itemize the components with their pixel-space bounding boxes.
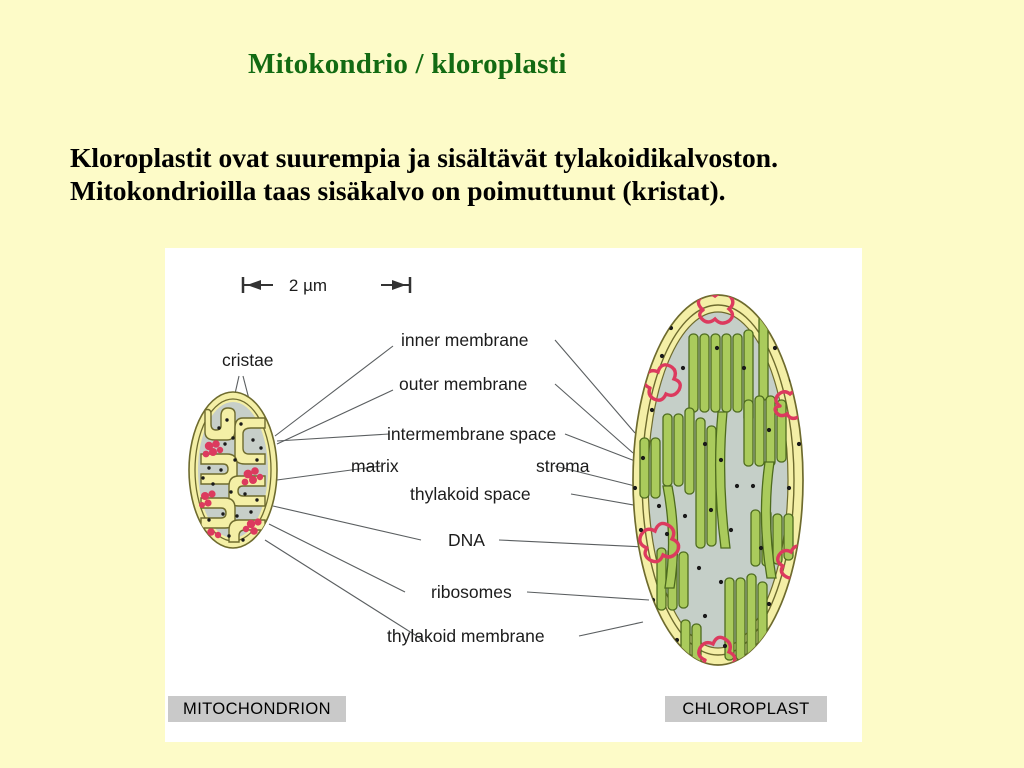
body-line-1: Kloroplastit ovat suurempia ja sisältävä… bbox=[70, 142, 778, 173]
chloroplast-dna-nucleoids bbox=[638, 295, 803, 665]
caption-chloroplast: CHLOROPLAST bbox=[665, 696, 827, 722]
label-dna: DNA bbox=[448, 530, 485, 550]
label-inner-membrane: inner membrane bbox=[401, 330, 528, 350]
label-ribosomes: ribosomes bbox=[431, 582, 512, 602]
label-stroma: stroma bbox=[536, 456, 590, 476]
mitochondrion-chloroplast-diagram: cristae inner membrane outer membrane in… bbox=[165, 248, 862, 742]
label-thylakoid-membrane: thylakoid membrane bbox=[387, 626, 545, 646]
label-intermembrane-space: intermembrane space bbox=[387, 424, 556, 444]
page-title: Mitokondrio / kloroplasti bbox=[248, 48, 567, 80]
mitochondrion-illustration bbox=[188, 391, 278, 549]
chloroplast-thylakoid-stacks bbox=[639, 315, 794, 665]
label-outer-membrane: outer membrane bbox=[399, 374, 527, 394]
scale-bar bbox=[241, 273, 412, 297]
label-cristae: cristae bbox=[222, 350, 274, 370]
slide-body-text: Kloroplastit ovat suurempia ja sisältävä… bbox=[70, 141, 970, 207]
figure-panel: cristae inner membrane outer membrane in… bbox=[165, 248, 862, 742]
chloroplast-illustration bbox=[632, 294, 804, 666]
label-matrix: matrix bbox=[351, 456, 399, 476]
mitochondrion-ribosomes bbox=[201, 418, 263, 542]
body-line-2: Mitokondrioilla taas sisäkalvo on poimut… bbox=[70, 175, 726, 206]
scale-bar-label: 2 µm bbox=[289, 276, 327, 295]
mitochondrion-dna-granules bbox=[199, 440, 264, 539]
label-thylakoid-space: thylakoid space bbox=[410, 484, 531, 504]
caption-mitochondrion: MITOCHONDRION bbox=[168, 696, 346, 722]
diagram-labels: cristae inner membrane outer membrane in… bbox=[222, 276, 590, 646]
